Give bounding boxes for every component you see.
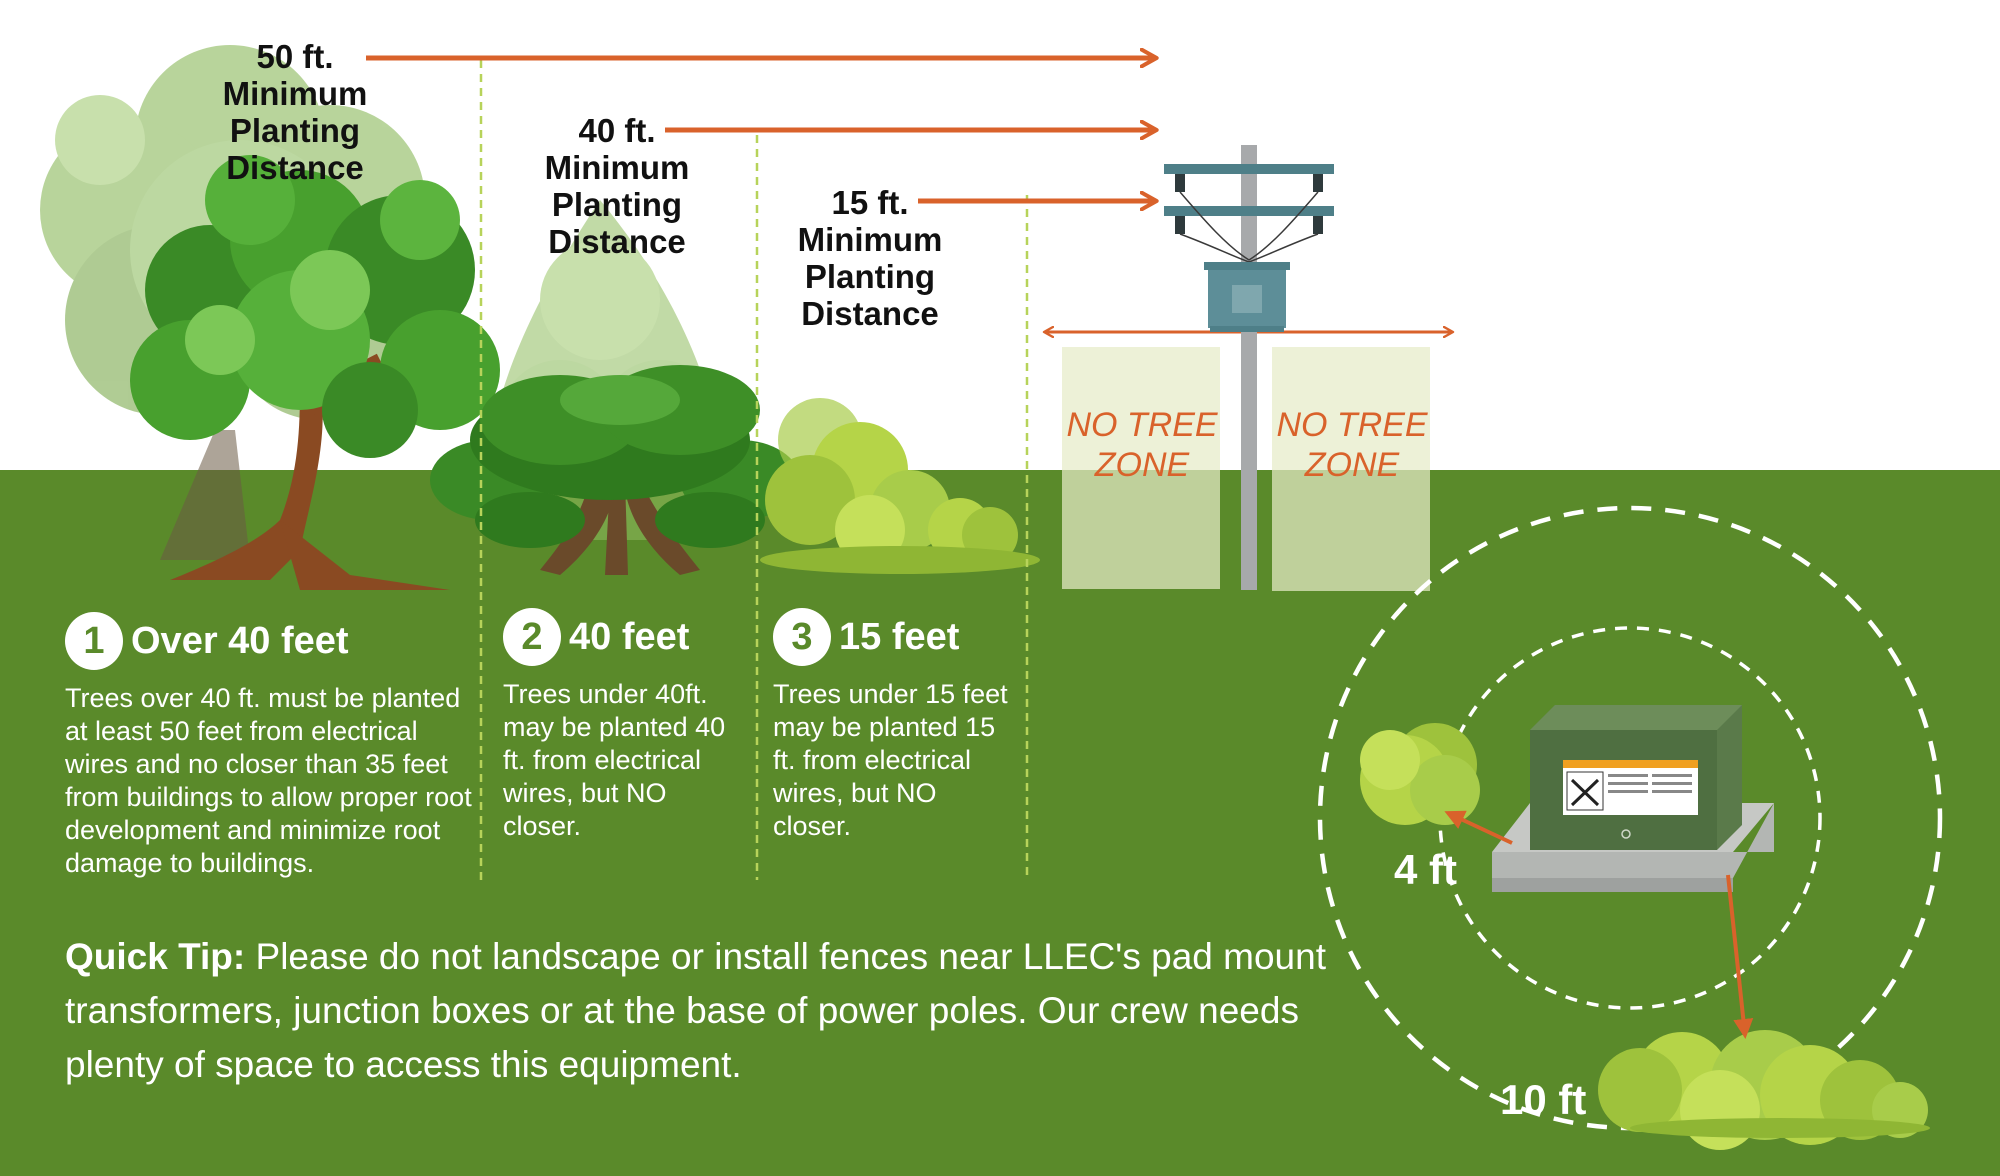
- step-header: 1 Over 40 feet: [65, 612, 480, 670]
- step-number-badge: 3: [773, 608, 831, 666]
- step-3: 3 15 feet Trees under 15 feet may be pla…: [773, 608, 1018, 843]
- shrub-near-transformer-left-icon: [1360, 723, 1480, 825]
- zone-label-line: ZONE: [1304, 446, 1400, 484]
- distance-line: Minimum: [797, 221, 943, 258]
- step-number-badge: 1: [65, 612, 123, 670]
- arrow-4ft: [1444, 810, 1513, 845]
- step-description: Trees over 40 ft. must be planted at lea…: [65, 683, 472, 878]
- no-tree-zone-left-label: NO TREE ZONE: [1062, 405, 1222, 485]
- no-tree-zone-right-label: NO TREE ZONE: [1272, 405, 1432, 485]
- inner-ring-label: 4 ft: [1394, 846, 1457, 893]
- zone-label-line: NO TREE: [1066, 406, 1218, 444]
- medium-tree-icon: [430, 365, 800, 575]
- step-title: 40 feet: [569, 616, 690, 658]
- quick-tip: Quick Tip: Please do not landscape or in…: [65, 930, 1335, 1092]
- distance-label-50ft: 50 ft. Minimum Planting Distance: [200, 38, 390, 186]
- distance-line: Planting: [551, 186, 683, 223]
- no-tree-zone-left-box: [1062, 347, 1220, 589]
- distance-line: Planting: [804, 258, 936, 295]
- distance-line: Planting: [229, 112, 361, 149]
- pad-mount-transformer-icon: [1492, 705, 1774, 892]
- step-description: Trees under 40ft. may be planted 40 ft. …: [503, 679, 726, 841]
- distance-label-15ft: 15 ft. Minimum Planting Distance: [775, 184, 965, 332]
- power-pole-icon: [1164, 145, 1334, 590]
- distance-line: Distance: [801, 295, 939, 332]
- distance-label-40ft: 40 ft. Minimum Planting Distance: [522, 112, 712, 260]
- quick-tip-label: Quick Tip:: [65, 936, 246, 977]
- distance-line: Distance: [226, 149, 364, 186]
- arrow-10ft: [1726, 874, 1754, 1039]
- step-header: 3 15 feet: [773, 608, 1018, 666]
- outer-ring-label: 10 ft: [1500, 1076, 1587, 1123]
- step-number-badge: 2: [503, 608, 561, 666]
- distance-value: 50 ft.: [256, 38, 334, 75]
- step-1: 1 Over 40 feet Trees over 40 ft. must be…: [65, 612, 480, 880]
- shrub-near-transformer-right-icon: [1598, 1030, 1930, 1150]
- distance-line: Minimum: [544, 149, 690, 186]
- zone-label-line: ZONE: [1094, 446, 1190, 484]
- step-description: Trees under 15 feet may be planted 15 ft…: [773, 679, 1008, 841]
- quick-tip-text: Please do not landscape or install fence…: [65, 936, 1326, 1085]
- step-header: 2 40 feet: [503, 608, 743, 666]
- distance-line: Distance: [548, 223, 686, 260]
- small-shrub-icon: [760, 398, 1040, 574]
- step-title: Over 40 feet: [131, 620, 349, 662]
- distance-value: 40 ft.: [578, 112, 656, 149]
- large-tree-icon: [130, 155, 500, 590]
- distance-line: Minimum: [222, 75, 368, 112]
- step-title: 15 feet: [839, 616, 960, 658]
- no-tree-zone-right-box: [1272, 347, 1430, 591]
- step-2: 2 40 feet Trees under 40ft. may be plant…: [503, 608, 743, 843]
- zone-label-line: NO TREE: [1276, 406, 1428, 444]
- distance-value: 15 ft.: [831, 184, 909, 221]
